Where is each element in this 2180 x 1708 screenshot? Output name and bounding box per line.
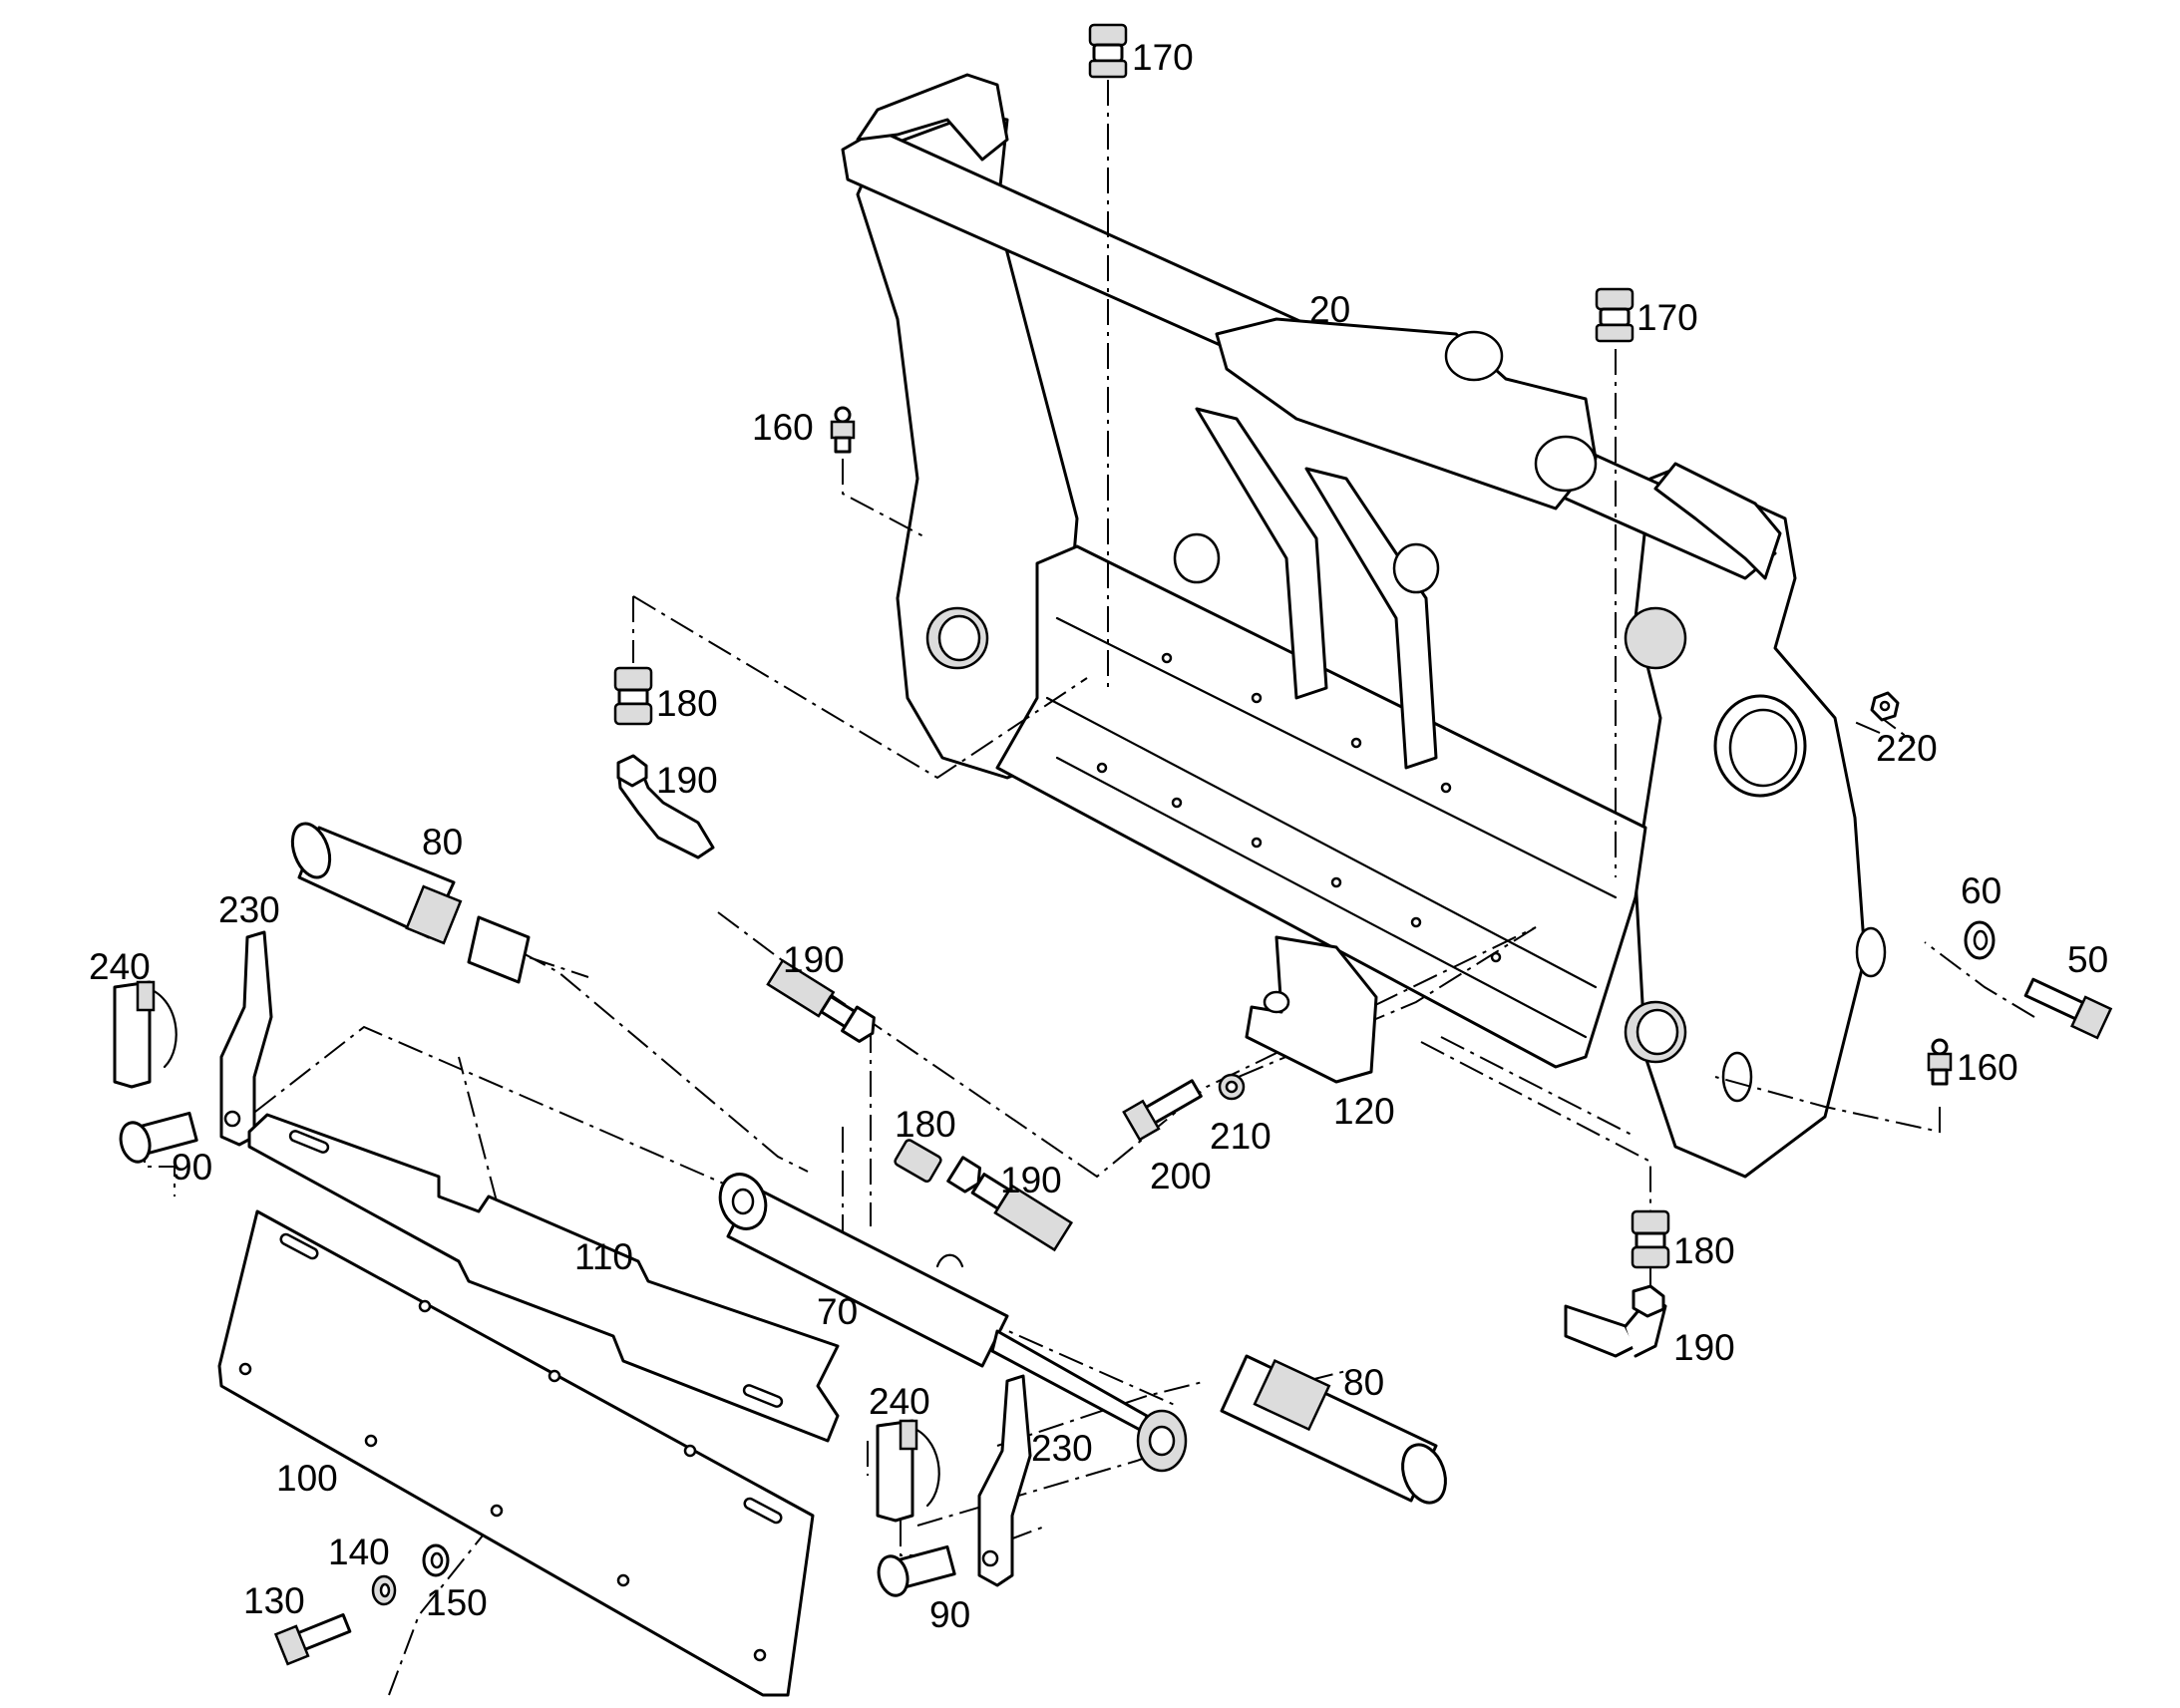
hose-190-upper [616, 754, 715, 859]
washer-210 [1218, 1073, 1246, 1101]
label-70: 70 [817, 1291, 858, 1332]
lynch-pin-240-left [113, 980, 178, 1089]
adapter-180-middle [894, 1139, 942, 1184]
fitting-170-right [1595, 287, 1635, 343]
label-80-lower: 80 [1343, 1362, 1384, 1403]
label-50: 50 [2067, 939, 2108, 980]
adapter-180-upper [613, 666, 653, 726]
lynch-pin-240-right [876, 1419, 940, 1523]
fitting-170-top [1088, 23, 1128, 79]
label-150: 150 [426, 1582, 488, 1623]
label-120: 120 [1333, 1091, 1395, 1132]
label-190-middle-top: 190 [783, 939, 845, 980]
hose-190-lower-right [1564, 1284, 1667, 1358]
bolt-130 [273, 1612, 352, 1666]
plate-100 [217, 1209, 815, 1697]
label-180-upper: 180 [656, 683, 718, 724]
label-240-right: 240 [869, 1381, 930, 1422]
bolt-200 [1122, 1079, 1203, 1142]
label-180-lower-right: 180 [1673, 1230, 1735, 1271]
label-190-middle: 190 [1000, 1160, 1062, 1200]
latch-230-right [977, 1374, 1032, 1587]
label-170-right: 170 [1636, 297, 1698, 338]
label-80-upper: 80 [422, 822, 463, 862]
label-60: 60 [1961, 870, 2001, 911]
label-140: 140 [328, 1532, 390, 1572]
label-200: 200 [1150, 1156, 1212, 1196]
label-180-middle: 180 [895, 1104, 956, 1145]
strip-110 [247, 1113, 840, 1443]
grease-nipple-160-right [1927, 1038, 1953, 1086]
label-230-left: 230 [218, 889, 280, 930]
washer-60 [1964, 920, 1996, 960]
nut-220 [1870, 691, 1900, 722]
pin-90-left [119, 1111, 198, 1164]
label-190-upper: 190 [656, 760, 718, 801]
washer-150 [422, 1543, 450, 1577]
label-20: 20 [1309, 289, 1350, 330]
cylinder-70 [718, 1173, 1188, 1473]
latch-230-left [219, 930, 273, 1147]
washer-140 [371, 1574, 397, 1606]
grease-nipple-160-left [830, 406, 856, 454]
label-170-top: 170 [1132, 37, 1194, 78]
bolt-50 [2023, 977, 2113, 1040]
label-160-right: 160 [1957, 1047, 2018, 1088]
callout-labels: 170 170 20 160 180 190 80 230 240 190 90… [89, 37, 2108, 1635]
adapter-180-lower-right [1631, 1209, 1670, 1269]
bracket-120 [1245, 935, 1378, 1084]
label-160-left: 160 [752, 407, 814, 448]
label-190-lower-right: 190 [1673, 1327, 1735, 1368]
label-130: 130 [243, 1580, 305, 1621]
frame-part-20 [841, 73, 1887, 1179]
label-90-left: 90 [172, 1147, 212, 1188]
label-110: 110 [574, 1236, 633, 1277]
label-230-right: 230 [1031, 1428, 1093, 1469]
label-240-left: 240 [89, 946, 151, 987]
label-220: 220 [1876, 728, 1938, 769]
label-100: 100 [276, 1458, 338, 1499]
hose-190-middle-top [766, 958, 876, 1043]
pin-90-right [877, 1544, 956, 1597]
pin-80-upper [290, 822, 531, 984]
pin-80-lower [1220, 1354, 1447, 1505]
label-90-right: 90 [929, 1594, 970, 1635]
hose-190-middle [946, 1156, 1074, 1252]
label-210: 210 [1210, 1116, 1272, 1157]
